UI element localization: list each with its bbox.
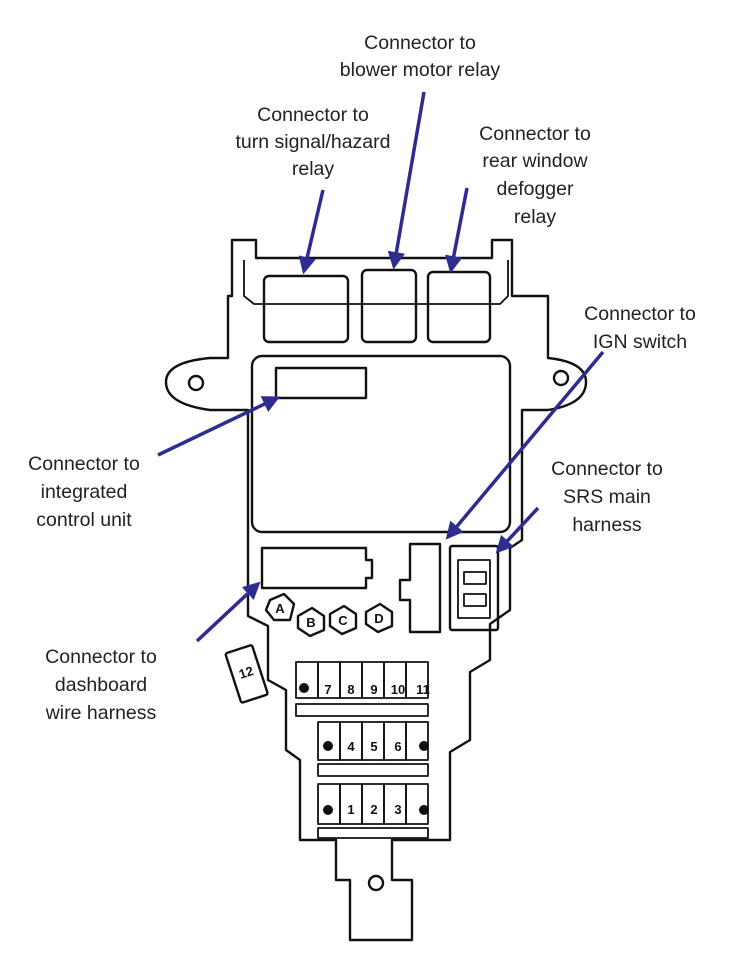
label-line: rear window <box>482 150 588 172</box>
label-line: Connector to <box>584 303 696 325</box>
srs-harness-connector <box>457 559 491 619</box>
blower-relay-socket <box>360 268 418 344</box>
dashboard-arrow <box>195 581 261 643</box>
ign-arrow <box>445 350 605 540</box>
srs-arrow <box>495 506 540 554</box>
label-ign: Connector to IGN switch <box>584 303 696 353</box>
fuse-a: A <box>264 592 296 622</box>
slot-number: 7 <box>324 682 331 697</box>
rear-defogger-relay-socket <box>426 270 492 344</box>
fuse-row-4-6: 4 5 6 <box>317 721 429 777</box>
slot-number: 4 <box>347 739 355 754</box>
label-turn-signal: Connector to turn signal/hazard relay <box>235 104 390 180</box>
fuse-b: B <box>296 606 326 638</box>
fuse-row-7-11: 7 8 9 10 11 <box>295 661 430 717</box>
mounting-hole-left <box>187 374 205 392</box>
label-rear-window: Connector to rear window defogger relay <box>479 123 591 228</box>
integrated-control-unit-connector <box>274 366 368 400</box>
callout-arrows <box>157 91 605 643</box>
label-integrated: Connector to integrated control unit <box>28 453 140 531</box>
label-line: Connector to <box>479 123 591 145</box>
label-blower: Connector to blower motor relay <box>340 32 501 81</box>
label-line: Connector to <box>257 104 369 126</box>
label-dashboard: Connector to dashboard wire harness <box>45 646 157 724</box>
pin-dot <box>323 805 333 815</box>
fuse-letter: D <box>374 611 383 626</box>
dashboard-harness-connector <box>260 546 374 590</box>
fuse-slot-12: 12 <box>224 644 269 704</box>
label-line: integrated <box>41 481 128 503</box>
fuse-c: C <box>328 604 358 636</box>
fuse-letter: B <box>306 615 315 630</box>
slot-number: 2 <box>370 802 377 817</box>
label-line: dashboard <box>55 674 147 696</box>
srs-connector-latch <box>463 593 487 607</box>
pin-dot <box>323 741 333 751</box>
label-line: Connector to <box>45 646 157 668</box>
label-line: IGN switch <box>593 331 687 353</box>
slot-number: 3 <box>394 802 401 817</box>
label-line: relay <box>292 158 335 180</box>
label-line: blower motor relay <box>340 59 501 81</box>
slot-number: 8 <box>347 682 354 697</box>
integrated-arrow <box>157 396 281 457</box>
fuse-box-body: A B C D 12 <box>164 238 588 942</box>
fuse-letter: C <box>338 613 348 628</box>
label-line: control unit <box>36 509 132 531</box>
ign-switch-connector <box>398 542 442 634</box>
label-line: SRS main <box>563 486 651 508</box>
turn-signal-relay-socket <box>262 274 350 344</box>
blower-arrow <box>387 91 426 270</box>
label-line: relay <box>514 206 557 228</box>
slot-number: 12 <box>237 663 255 682</box>
slot-number: 5 <box>370 739 377 754</box>
fuse-box-outline <box>164 238 588 942</box>
mounting-hole-bottom <box>367 874 385 892</box>
pin-dot <box>419 741 429 751</box>
label-line: turn signal/hazard <box>235 131 390 153</box>
slot-number: 6 <box>394 739 401 754</box>
pin-dot <box>419 805 429 815</box>
label-line: Connector to <box>28 453 140 475</box>
rear-window-arrow <box>445 187 469 274</box>
label-line: Connector to <box>551 458 663 480</box>
slot-number: 10 <box>391 682 405 697</box>
fuse-letter: A <box>275 601 285 616</box>
mounting-hole-right <box>552 369 570 387</box>
label-srs: Connector to SRS main harness <box>551 458 663 536</box>
slot-number: 9 <box>370 682 377 697</box>
srs-harness-socket <box>448 544 500 632</box>
srs-connector-latch <box>463 571 487 585</box>
fuse-d: D <box>364 602 394 634</box>
fuse-row-1-3: 1 2 3 <box>317 783 429 839</box>
slot-number: 11 <box>416 682 430 697</box>
slot-number: 1 <box>347 802 354 817</box>
label-line: wire harness <box>45 702 157 724</box>
label-line: harness <box>572 514 642 536</box>
fuse-box-inner-outline <box>243 260 509 305</box>
label-line: defogger <box>497 178 574 200</box>
integrated-control-unit-area <box>250 354 512 534</box>
label-line: Connector to <box>364 32 476 54</box>
turn-signal-arrow <box>298 189 325 275</box>
pin-dot <box>299 683 309 693</box>
